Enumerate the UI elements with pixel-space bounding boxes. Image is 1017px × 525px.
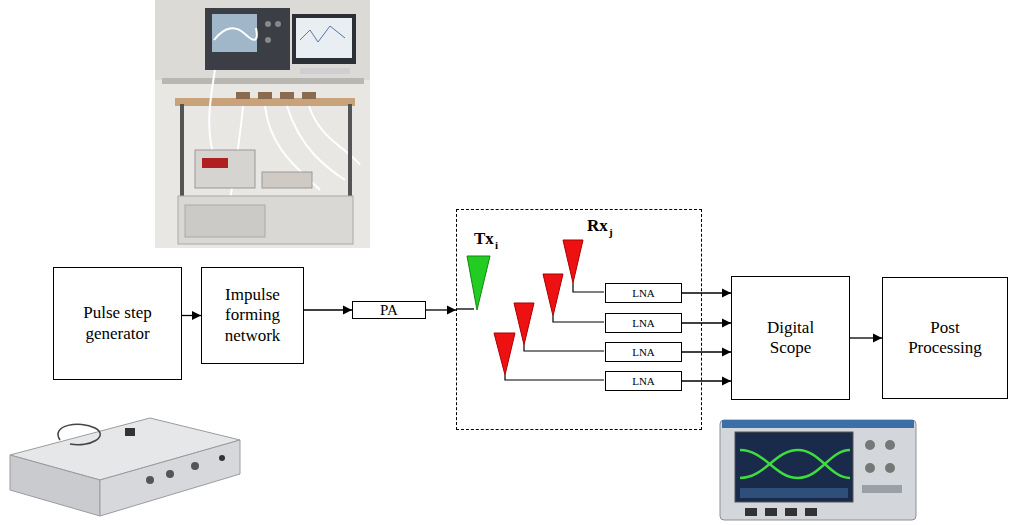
scope-top-band (722, 420, 914, 428)
scope-body (720, 420, 916, 520)
scope-buttons (862, 485, 902, 493)
photo-antenna (280, 92, 294, 99)
lab-photo (155, 0, 370, 248)
process-box: Post Processing (882, 277, 1008, 399)
process-box: Digital Scope (731, 276, 850, 400)
signal-arrow (682, 292, 731, 293)
photo-ground (155, 0, 370, 248)
scope-knob (885, 440, 895, 450)
box-label: LNA (632, 347, 655, 358)
amplifier-box: LNA (605, 283, 682, 303)
tx-antenna (467, 256, 490, 310)
photo-table (175, 98, 355, 106)
rx-antenna (563, 240, 583, 283)
photo-keyboard (300, 68, 350, 74)
antenna-wire (505, 375, 604, 380)
photo-antenna (258, 92, 272, 99)
process-box: Impulse forming network (201, 267, 304, 364)
generator-side (10, 455, 100, 516)
photo-monitor (292, 14, 356, 64)
box-label: LNA (632, 318, 655, 329)
scope-knob (865, 463, 875, 473)
box-label: Pulse step generator (62, 303, 174, 344)
antennas (457, 240, 604, 380)
box-label: PA (380, 303, 398, 318)
scope-readout (740, 488, 848, 498)
amplifier-box: LNA (605, 371, 682, 391)
photo-shelf (162, 78, 364, 84)
photo-scope-screen (212, 14, 257, 52)
generator-cable (58, 424, 100, 445)
signal-arrow (682, 322, 731, 323)
signal-arrow (682, 380, 731, 381)
signal-arrow (304, 309, 352, 310)
box-label: Digital Scope (755, 318, 827, 359)
rx-antenna (514, 303, 534, 345)
photo-knob (265, 37, 271, 43)
generator-knob (146, 476, 154, 484)
scope-screen (735, 432, 853, 502)
photo-knob (265, 21, 271, 27)
antenna-subscript: i (495, 240, 498, 251)
antenna-subscript: j (609, 227, 613, 238)
generator-head (125, 428, 135, 436)
generator-knob (166, 470, 174, 478)
signal-arrow (850, 337, 882, 338)
generator-connector (219, 455, 225, 461)
signal-arrow (426, 309, 456, 310)
generator-front (100, 440, 240, 516)
signal-arrow (182, 315, 201, 316)
antenna-label: Tx (474, 230, 494, 247)
photo-scope (205, 8, 290, 70)
box-label: LNA (632, 376, 655, 387)
antenna-wire (573, 283, 604, 292)
antenna-label: Rx (587, 217, 608, 234)
box-label: LNA (632, 288, 655, 299)
antenna-array-group: Txi RxjLNA LNA LNA LNA (456, 209, 702, 430)
process-box: PA (352, 301, 426, 319)
photo-amplifier (262, 172, 312, 188)
box-label: Impulse forming network (209, 285, 297, 346)
scope-input (785, 508, 797, 516)
photo-antenna (302, 92, 316, 99)
scope-input (805, 508, 817, 516)
box-label: Post Processing (897, 318, 993, 359)
photo-monitor-screen (296, 18, 352, 58)
antenna-wire (553, 316, 604, 322)
scope-input (765, 508, 777, 516)
photo-display (202, 158, 228, 168)
scope-knob (865, 440, 875, 450)
photo-instrument (185, 205, 265, 237)
photo-knob (275, 21, 281, 27)
rx-antenna (494, 333, 515, 375)
antenna-wire (524, 345, 604, 351)
rx-antenna (543, 274, 563, 316)
photo-generator (195, 150, 255, 188)
amplifier-box: LNA (605, 342, 682, 362)
feed-wire (457, 308, 474, 309)
oscilloscope-picture (720, 420, 916, 520)
photo-wall (155, 0, 370, 80)
signal-arrow (682, 351, 731, 352)
photo-antenna (236, 92, 250, 99)
amplifier-box: LNA (605, 313, 682, 333)
generator-knob (191, 462, 199, 470)
photo-plot (300, 26, 345, 42)
scope-eye-pattern (740, 450, 850, 478)
scope-input (745, 508, 757, 516)
photo-trace (214, 28, 257, 40)
scope-knob (885, 463, 895, 473)
process-box: Pulse step generator (53, 267, 182, 380)
pulse-generator-picture (10, 418, 240, 516)
photo-cabinet (178, 196, 353, 244)
